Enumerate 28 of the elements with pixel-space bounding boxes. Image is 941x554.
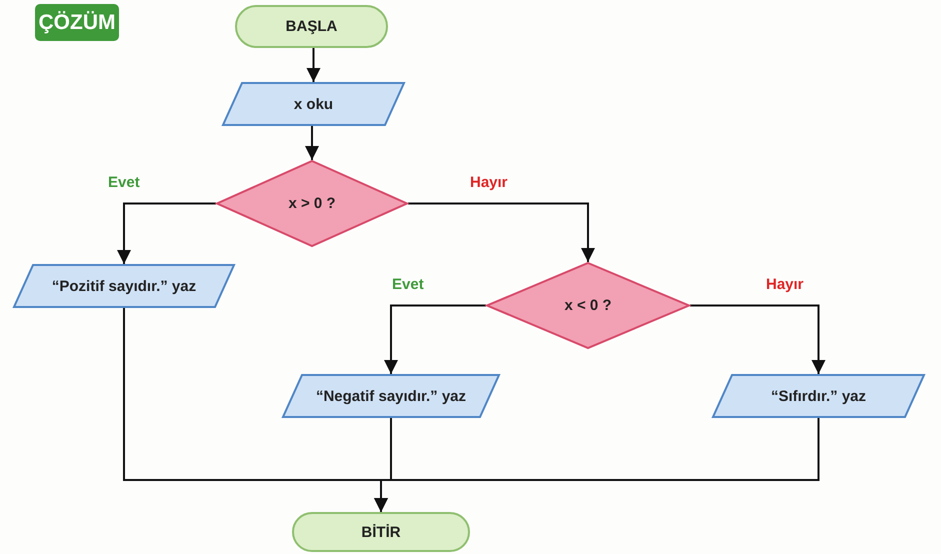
decision-diamond (486, 262, 690, 349)
terminal-shape (235, 5, 388, 48)
node-text: “Pozitif sayıdır.” yaz (52, 278, 196, 294)
edge-label: Evet (108, 174, 140, 191)
edge-label: Hayır (470, 174, 508, 191)
arrow (374, 418, 820, 512)
decision-diamond (216, 160, 408, 247)
node-text: BİTİR (361, 524, 401, 540)
arrow (384, 304, 486, 374)
arrow (690, 304, 826, 374)
io-parallelogram (13, 264, 235, 308)
node-text: BAŞLA (286, 18, 338, 35)
edge-label: Hayır (766, 276, 804, 293)
arrow (305, 126, 319, 160)
terminal-shape (292, 512, 470, 552)
node-text: “Sıfırdır.” yaz (770, 388, 866, 404)
arrow (408, 202, 595, 262)
io-parallelogram (282, 374, 500, 418)
node-text: x < 0 ? (564, 297, 612, 314)
node-text: x > 0 ? (288, 195, 336, 212)
io-parallelogram (712, 374, 925, 418)
title-badge: ÇÖZÜM (35, 4, 119, 41)
arrow (117, 202, 216, 264)
io-parallelogram (222, 82, 405, 126)
edge-label: Evet (392, 276, 424, 293)
node-text: “Negatif sayıdır.” yaz (316, 388, 466, 404)
node-text: x oku (294, 96, 334, 112)
arrow (306, 48, 320, 82)
